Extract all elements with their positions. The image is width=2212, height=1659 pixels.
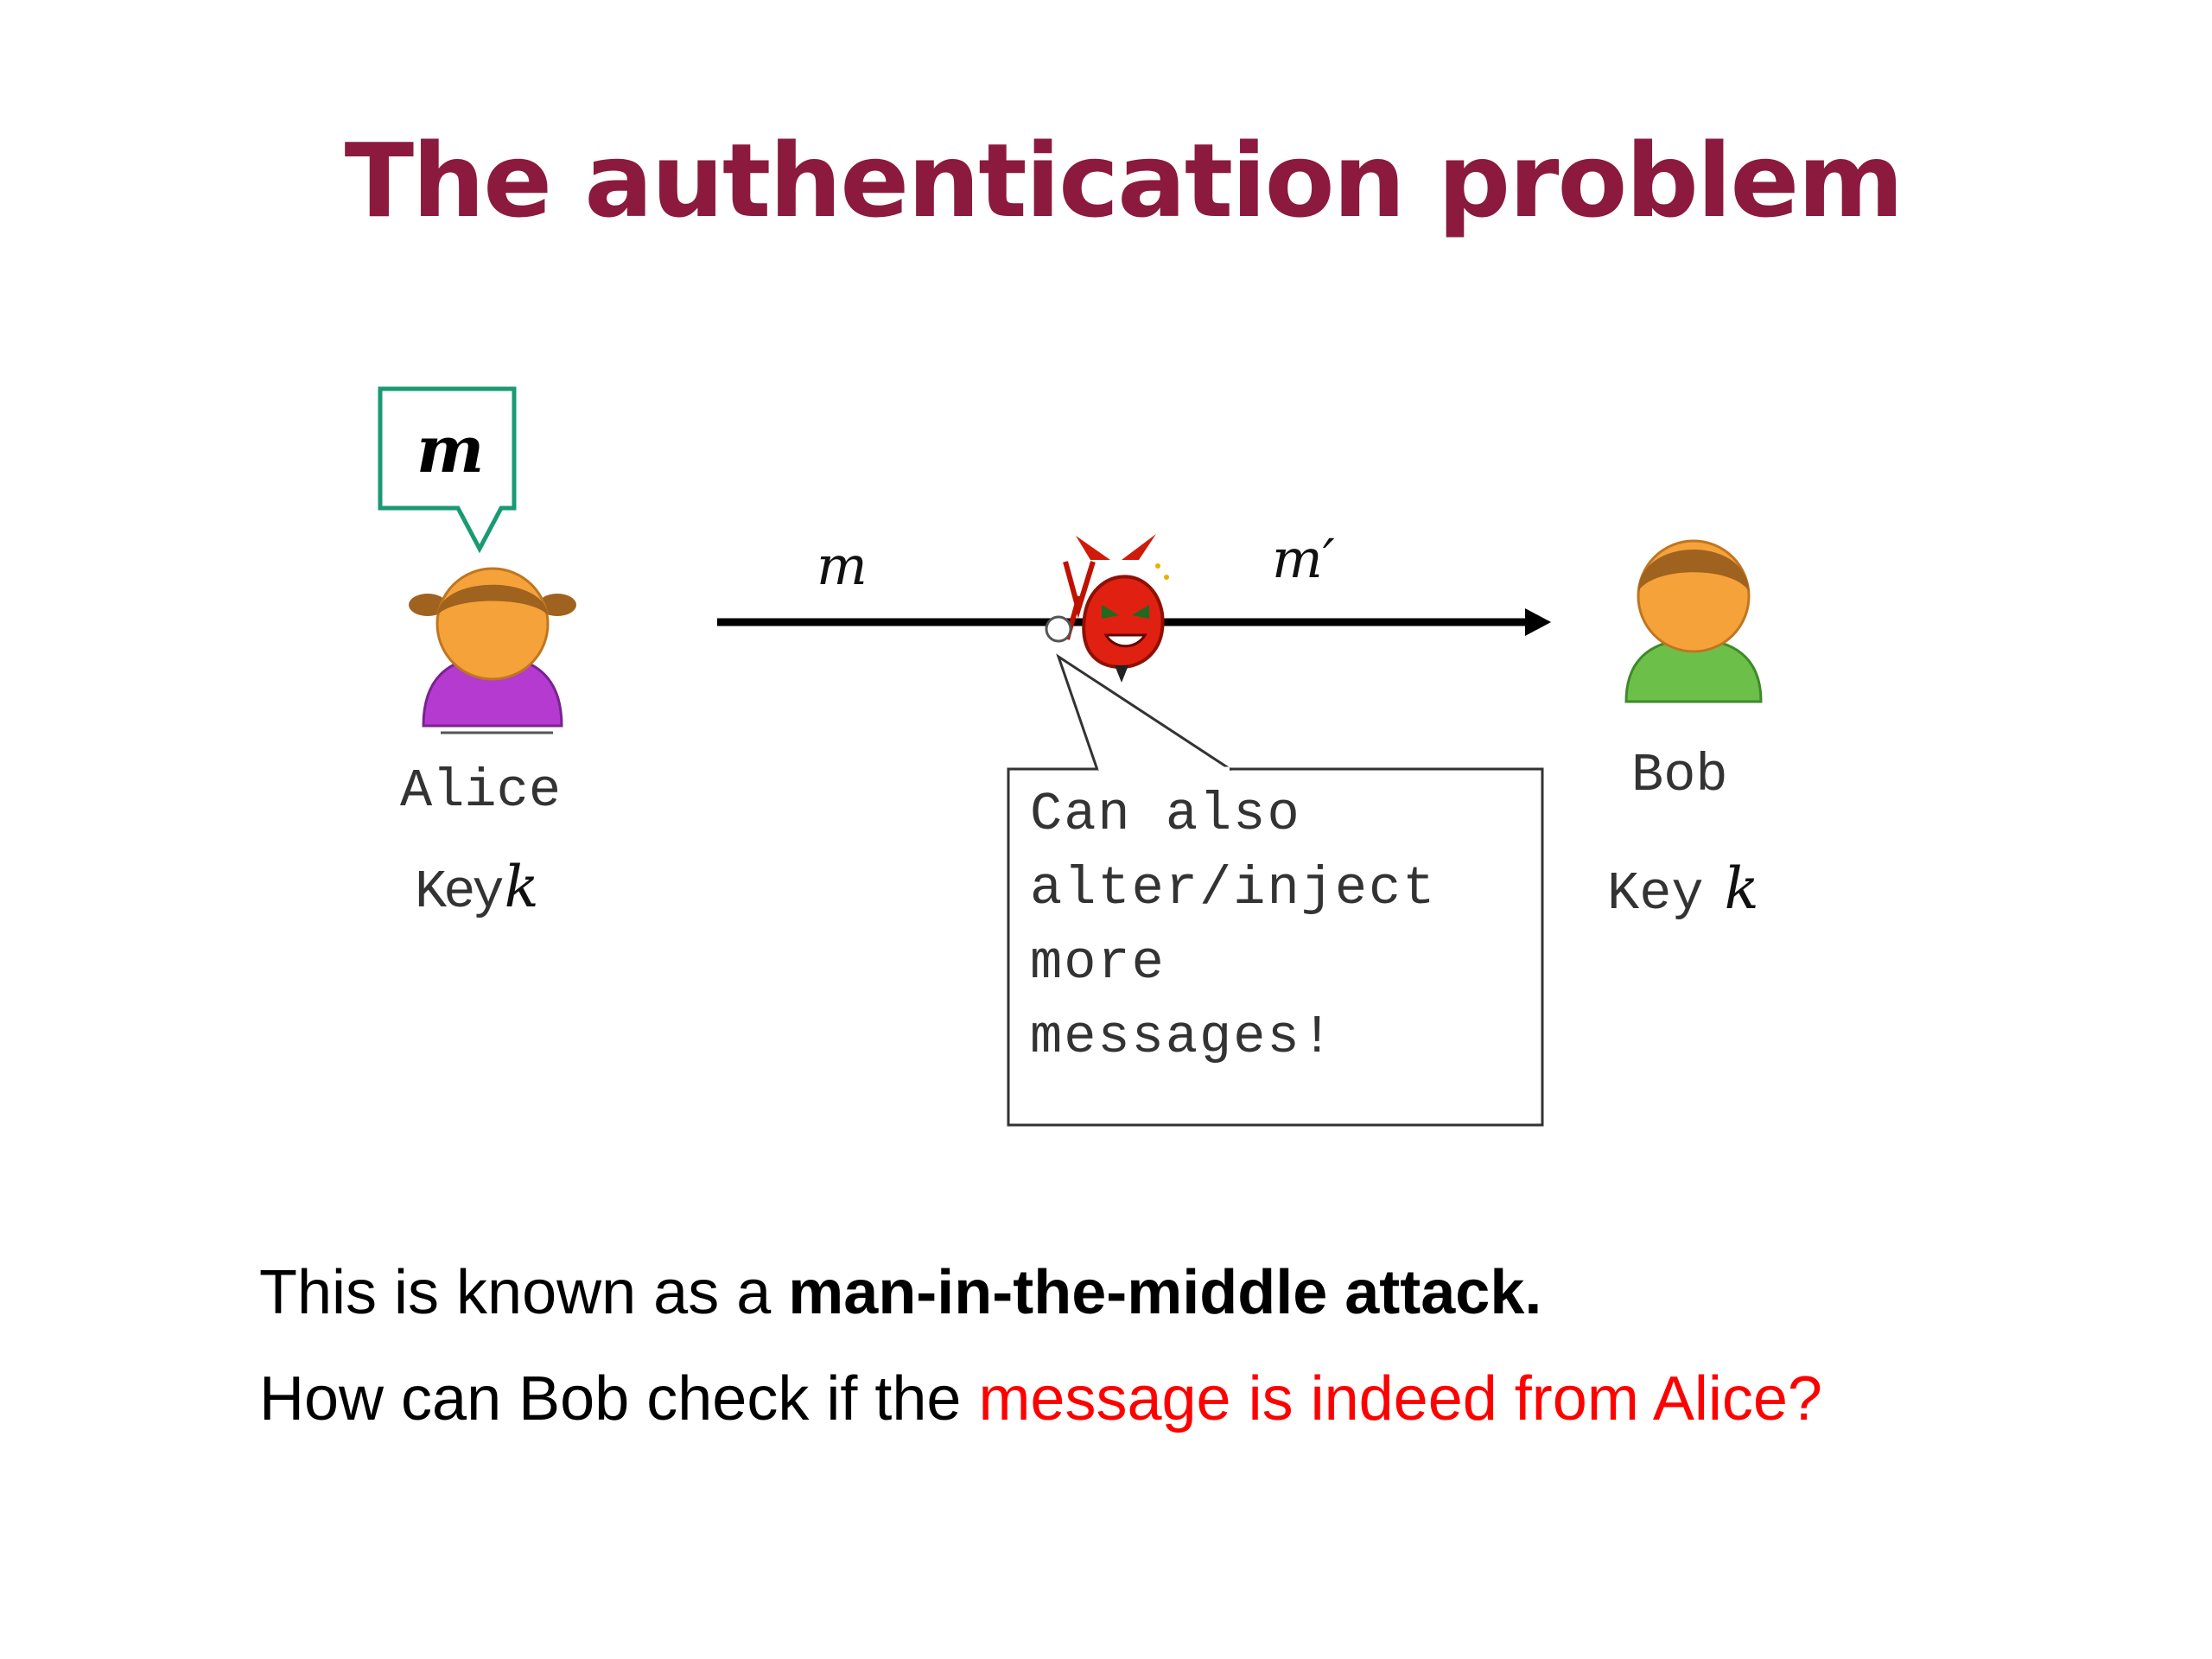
mitm-sentence: This is known as a man-in-the-middle att… bbox=[259, 1257, 1541, 1328]
question-prefix: How can Bob check if the bbox=[259, 1364, 979, 1433]
alice-key: Key k bbox=[415, 854, 539, 923]
received-message-label: m′ bbox=[1272, 527, 1335, 590]
alice-key-label: Key bbox=[415, 861, 505, 923]
bob-icon bbox=[1624, 539, 1763, 703]
callout-line: messages! bbox=[1030, 1007, 1335, 1068]
sent-message-label: m bbox=[817, 534, 868, 597]
alice-icon bbox=[409, 567, 576, 734]
callout-line: alter/inject bbox=[1030, 858, 1437, 919]
question-highlight: message is indeed from Alice? bbox=[978, 1364, 1822, 1433]
bob-key-symbol: k bbox=[1724, 855, 1759, 922]
arrow-head bbox=[1525, 608, 1551, 636]
alice-name: Alice bbox=[400, 760, 562, 822]
mitm-term: man-in-the-middle attack. bbox=[788, 1258, 1542, 1327]
bob-key-label: Key bbox=[1607, 863, 1704, 925]
callout-text: Can also alter/inject more messages! bbox=[1030, 778, 1514, 1075]
alice-key-symbol: k bbox=[504, 854, 539, 920]
mitm-prefix: This is known as a bbox=[259, 1258, 789, 1327]
speech-bubble bbox=[378, 386, 517, 554]
callout-box bbox=[1007, 767, 1544, 1127]
bob-key: Key k bbox=[1607, 855, 1759, 925]
callout-line: Can also bbox=[1030, 784, 1301, 845]
speech-bubble-text: m bbox=[416, 413, 485, 487]
callout-pointer bbox=[1056, 653, 1232, 772]
devil-icon bbox=[1045, 534, 1169, 683]
bob-name: Bob bbox=[1631, 745, 1728, 806]
slide-title: The authentication problem bbox=[344, 121, 1904, 240]
question-sentence: How can Bob check if the message is inde… bbox=[259, 1363, 1822, 1434]
callout-line: more bbox=[1030, 932, 1166, 994]
